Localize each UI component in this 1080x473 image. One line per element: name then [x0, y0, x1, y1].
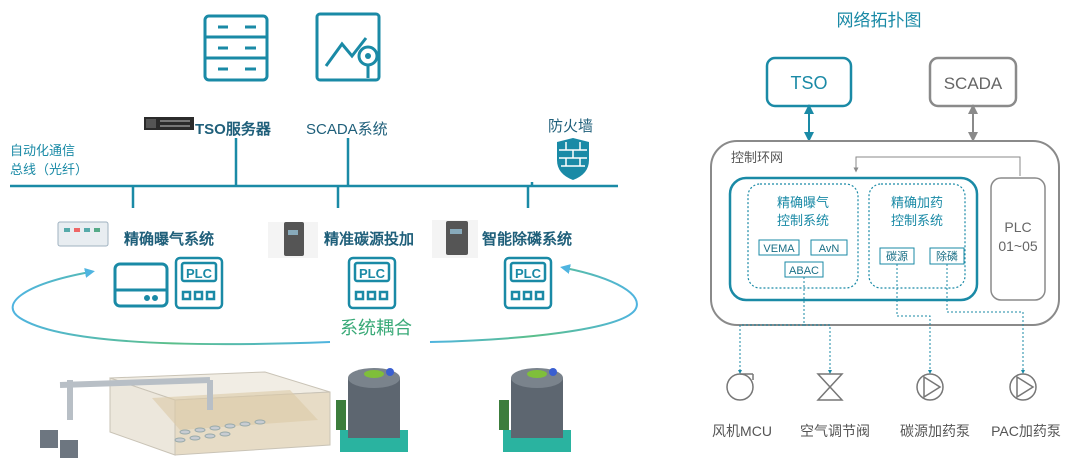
- plc-icon: [347, 256, 397, 310]
- dosing-control-line2: 控制系统: [891, 213, 943, 228]
- plc-box-line1: PLC: [1004, 219, 1031, 235]
- phosphorus-controller-image: [432, 220, 478, 258]
- avn-tag-label: AvN: [819, 243, 840, 255]
- plc-icon: [503, 256, 553, 310]
- scada-system-label: SCADA系统: [306, 121, 388, 138]
- plc-box: [990, 177, 1046, 301]
- firewall-label: 防火墙: [548, 118, 593, 135]
- dosing-control-line1: 精确加药: [891, 195, 943, 210]
- valve-icon: [816, 373, 844, 401]
- device-label-carbon-pump: 碳源加药泵: [900, 423, 970, 439]
- dosing-control-box: [868, 183, 966, 289]
- aeration-control-line1: 精确曝气: [777, 195, 829, 210]
- device-label-fan: 风机MCU: [712, 423, 772, 439]
- plc-label-2: PLC: [359, 266, 386, 281]
- pump-icon: [916, 373, 944, 401]
- coupling-label: 系统耦合: [340, 318, 412, 338]
- phos-tag-label: 除磷: [936, 249, 958, 263]
- carbon-tag-label: 碳源: [886, 249, 908, 263]
- avn-tag: [810, 239, 848, 256]
- device-label-pac-pump: PAC加药泵: [991, 423, 1061, 439]
- vema-tag-label: VEMA: [763, 243, 795, 255]
- plc-icon: [174, 256, 224, 310]
- control-ring-label: 控制环网: [731, 150, 783, 165]
- fan-icon: [726, 373, 754, 401]
- topology-title: 网络拓扑图: [837, 11, 922, 30]
- plc-label-3: PLC: [515, 266, 542, 281]
- abac-tag-label: ABAC: [789, 265, 819, 277]
- dosing-tank-image: [499, 368, 571, 452]
- plc-label-1: PLC: [186, 266, 213, 281]
- vema-tag: [758, 239, 800, 256]
- router-icon: [113, 262, 169, 308]
- aeration-control-line2: 控制系统: [777, 213, 829, 228]
- carbon-controller-image: [268, 222, 318, 258]
- dosing-tank-image: [336, 368, 408, 452]
- bus-label-line1: 自动化通信: [10, 143, 75, 158]
- tso-server-label: TSO服务器: [195, 120, 272, 138]
- aeration-tank-image: [40, 371, 331, 458]
- device-label-valve: 空气调节阀: [800, 423, 870, 439]
- scada-box-label: SCADA: [944, 74, 1003, 93]
- pump-icon: [1009, 373, 1037, 401]
- tso-box-label: TSO: [790, 73, 827, 93]
- aeration-control-box: [747, 183, 859, 289]
- server-rack-image: [144, 117, 194, 130]
- ring-feedback-line: [853, 156, 1021, 176]
- aeration-controller-image: [57, 221, 109, 247]
- carbon-dosing-label: 精准碳源投加: [324, 230, 414, 248]
- phosphorus-system-label: 智能除磷系统: [482, 230, 572, 248]
- monitor-chart-icon: [315, 12, 381, 82]
- bus-label-line2: 总线（光纤）: [10, 162, 88, 177]
- fiber-bus: [10, 138, 618, 208]
- server-icon: [203, 14, 269, 82]
- plc-box-line2: 01~05: [998, 238, 1038, 254]
- coupling-ring: [11, 264, 638, 346]
- device-connectors: [738, 264, 1025, 374]
- firewall-icon: [557, 138, 589, 180]
- aeration-system-label: 精确曝气系统: [124, 230, 214, 248]
